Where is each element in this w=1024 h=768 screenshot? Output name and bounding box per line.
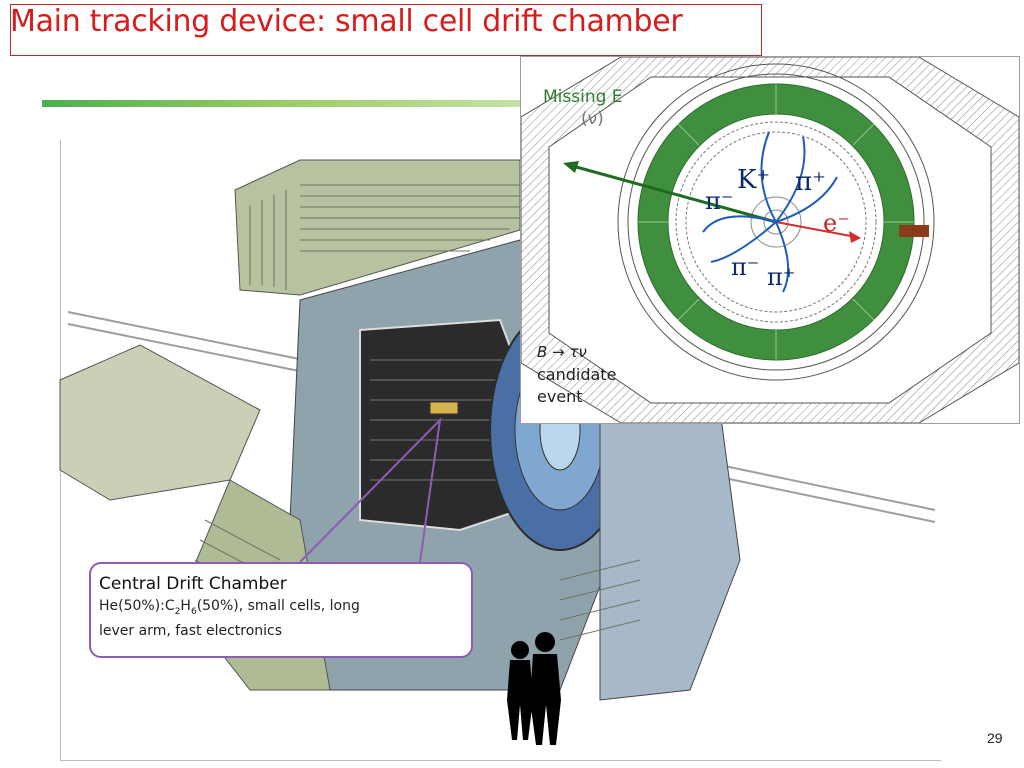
title-box [10, 4, 762, 56]
callout-line-2: lever arm, fast electronics [99, 622, 283, 639]
pion-minus-2-label: π⁻ [731, 253, 760, 281]
callout-description: He(50%):C2H6(50%), small cells, long lev… [99, 597, 471, 641]
event-caption-event: event [537, 387, 583, 406]
neutrino-label: (ν) [581, 109, 604, 129]
kaon-label: K⁺ [737, 165, 771, 195]
pion-plus-2-label: π⁺ [767, 263, 796, 291]
pion-plus-label: π⁺ [795, 167, 826, 197]
gas-mix-part-3: (50%), small cells, long [196, 598, 360, 614]
gas-mix-sub-2: 6 [190, 606, 197, 617]
event-caption-candidate: candidate [537, 365, 617, 384]
gas-mix-part-1: He(50%):C [99, 598, 175, 614]
callout-title: Central Drift Chamber [99, 574, 287, 594]
pion-minus-label: π⁻ [705, 187, 734, 215]
slide-title: Main tracking device: small cell drift c… [10, 4, 683, 39]
event-display-graphic [521, 57, 1019, 423]
event-display-panel: Missing E (ν) K⁺ π⁺ π⁻ e⁻ π⁻ π⁺ B → τν c… [520, 56, 1020, 424]
electron-label: e⁻ [823, 209, 850, 237]
gas-mix-part-2: H [180, 598, 191, 614]
slide-number: 29 [987, 730, 1003, 746]
event-caption-decay: B → τν [537, 343, 587, 361]
gas-mix-sub-1: 2 [174, 606, 181, 617]
title-underline [42, 100, 522, 107]
missing-energy-label: Missing E [543, 87, 623, 107]
drift-chamber-callout: Central Drift Chamber He(50%):C2H6(50%),… [89, 562, 473, 658]
